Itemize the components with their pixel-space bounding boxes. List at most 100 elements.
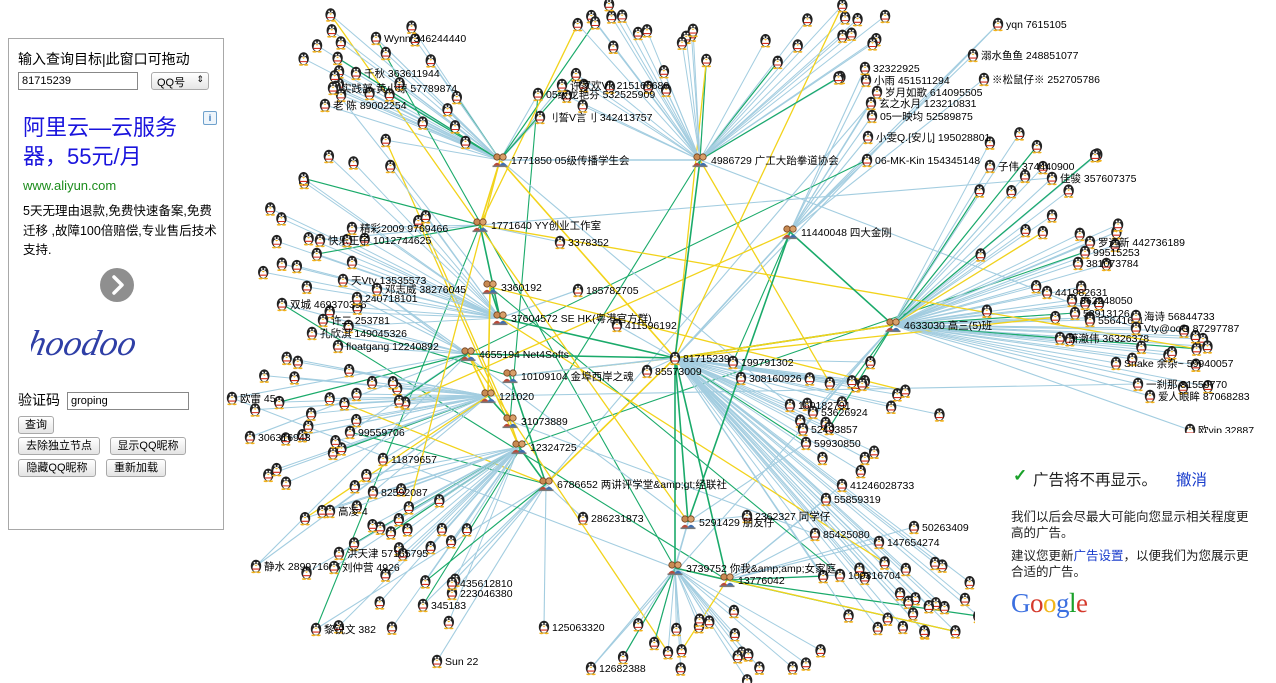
qq-penguin-icon[interactable]: [276, 257, 288, 272]
qq-penguin-icon[interactable]: [311, 247, 322, 262]
qq-penguin-icon[interactable]: [852, 12, 863, 27]
qq-penguin-icon[interactable]: [434, 494, 445, 508]
qq-penguin-icon[interactable]: [660, 83, 672, 98]
qq-penguin-icon[interactable]: [907, 607, 919, 621]
qq-group-icon[interactable]: [482, 280, 498, 295]
qq-penguin-icon[interactable]: [804, 372, 815, 386]
qq-penguin-icon[interactable]: [280, 476, 292, 491]
qq-penguin-icon[interactable]: [556, 78, 568, 93]
qq-penguin-icon[interactable]: [341, 233, 353, 248]
qq-penguin-icon[interactable]: [671, 622, 682, 637]
qq-penguin-icon[interactable]: [862, 130, 874, 145]
qq-group-icon[interactable]: [511, 440, 527, 455]
qq-penguin-icon[interactable]: [377, 452, 389, 467]
qq-penguin-icon[interactable]: [865, 355, 876, 370]
qq-penguin-icon[interactable]: [611, 318, 623, 333]
qq-penguin-icon[interactable]: [445, 535, 457, 549]
qq-penguin-icon[interactable]: [351, 413, 362, 428]
qq-penguin-icon[interactable]: [908, 520, 920, 535]
qq-penguin-icon[interactable]: [324, 305, 335, 319]
qq-penguin-icon[interactable]: [760, 34, 771, 48]
qq-penguin-icon[interactable]: [393, 513, 405, 527]
qq-penguin-icon[interactable]: [772, 55, 783, 70]
qq-penguin-icon[interactable]: [538, 620, 550, 635]
qq-penguin-icon[interactable]: [1066, 293, 1078, 308]
qq-penguin-icon[interactable]: [1072, 256, 1084, 271]
qq-penguin-icon[interactable]: [289, 371, 300, 385]
qq-penguin-icon[interactable]: [346, 255, 358, 270]
qq-penguin-icon[interactable]: [280, 432, 291, 446]
qq-penguin-icon[interactable]: [809, 527, 821, 542]
qq-penguin-icon[interactable]: [361, 468, 372, 483]
qq-penguin-icon[interactable]: [974, 184, 985, 198]
qq-penguin-icon[interactable]: [861, 153, 873, 168]
ad-title-link[interactable]: 阿里云—云服务器，55元/月: [23, 115, 178, 169]
qq-penguin-icon[interactable]: [386, 621, 398, 635]
qq-penguin-icon[interactable]: [263, 468, 274, 483]
qq-penguin-icon[interactable]: [919, 625, 930, 639]
qq-penguin-icon[interactable]: [323, 149, 335, 164]
qq-penguin-icon[interactable]: [420, 210, 431, 224]
hide-nickname-button[interactable]: 隐藏QQ昵称: [18, 459, 96, 477]
qq-penguin-icon[interactable]: [371, 282, 383, 297]
qq-penguin-icon[interactable]: [1101, 257, 1112, 272]
qq-penguin-icon[interactable]: [1177, 380, 1189, 395]
qq-penguin-icon[interactable]: [306, 326, 318, 341]
qq-penguin-icon[interactable]: [603, 0, 615, 12]
qq-penguin-icon[interactable]: [324, 392, 335, 406]
qq-penguin-icon[interactable]: [641, 364, 653, 379]
qq-penguin-icon[interactable]: [226, 391, 238, 406]
qq-penguin-icon[interactable]: [704, 615, 715, 629]
qq-penguin-icon[interactable]: [443, 615, 454, 630]
qq-penguin-icon[interactable]: [1089, 149, 1101, 163]
qq-penguin-icon[interactable]: [992, 17, 1004, 32]
qq-penguin-icon[interactable]: [301, 280, 313, 295]
qq-penguin-icon[interactable]: [393, 394, 405, 409]
qq-penguin-icon[interactable]: [397, 547, 409, 562]
qq-penguin-icon[interactable]: [297, 429, 308, 443]
qq-penguin-icon[interactable]: [589, 16, 601, 30]
qq-penguin-icon[interactable]: [1014, 127, 1025, 141]
qq-penguin-icon[interactable]: [406, 20, 417, 34]
ad-next-button[interactable]: [100, 268, 134, 302]
qq-penguin-icon[interactable]: [866, 109, 878, 124]
qq-group-icon[interactable]: [480, 389, 496, 404]
qq-penguin-icon[interactable]: [882, 612, 893, 626]
qq-penguin-icon[interactable]: [1093, 297, 1105, 311]
qq-penguin-icon[interactable]: [316, 504, 328, 519]
qq-penguin-icon[interactable]: [1112, 218, 1124, 232]
qq-penguin-icon[interactable]: [292, 355, 303, 370]
qq-penguin-icon[interactable]: [833, 71, 844, 85]
qq-penguin-icon[interactable]: [855, 464, 866, 479]
qq-penguin-icon[interactable]: [385, 159, 396, 174]
qq-penguin-icon[interactable]: [249, 403, 261, 417]
qq-penguin-icon[interactable]: [885, 400, 897, 415]
qq-group-icon[interactable]: [885, 318, 901, 333]
qq-penguin-icon[interactable]: [815, 644, 826, 658]
qq-penguin-icon[interactable]: [325, 8, 336, 22]
qq-penguin-icon[interactable]: [1020, 223, 1031, 238]
qq-group-icon[interactable]: [538, 477, 554, 492]
qq-penguin-icon[interactable]: [1130, 321, 1142, 336]
qq-penguin-icon[interactable]: [1130, 309, 1142, 324]
qq-penguin-icon[interactable]: [1006, 185, 1017, 199]
panel-title[interactable]: 输入查询目标|此窗口可拖动: [18, 51, 190, 67]
qq-penguin-icon[interactable]: [1019, 169, 1031, 184]
qq-penguin-icon[interactable]: [299, 511, 311, 526]
qq-penguin-icon[interactable]: [859, 61, 871, 76]
qq-penguin-icon[interactable]: [384, 88, 395, 102]
qq-penguin-icon[interactable]: [892, 388, 903, 402]
qq-penguin-icon[interactable]: [276, 212, 287, 226]
qq-penguin-icon[interactable]: [729, 628, 740, 642]
qq-penguin-icon[interactable]: [250, 559, 262, 574]
qq-penguin-icon[interactable]: [641, 24, 653, 38]
qq-penguin-icon[interactable]: [570, 67, 582, 82]
qq-penguin-icon[interactable]: [894, 587, 906, 601]
qq-penguin-icon[interactable]: [425, 54, 436, 68]
qq-penguin-icon[interactable]: [370, 31, 382, 46]
qq-penguin-icon[interactable]: [741, 674, 753, 683]
qq-group-icon[interactable]: [492, 311, 508, 326]
qq-penguin-icon[interactable]: [658, 64, 670, 79]
qq-penguin-icon[interactable]: [332, 339, 344, 354]
